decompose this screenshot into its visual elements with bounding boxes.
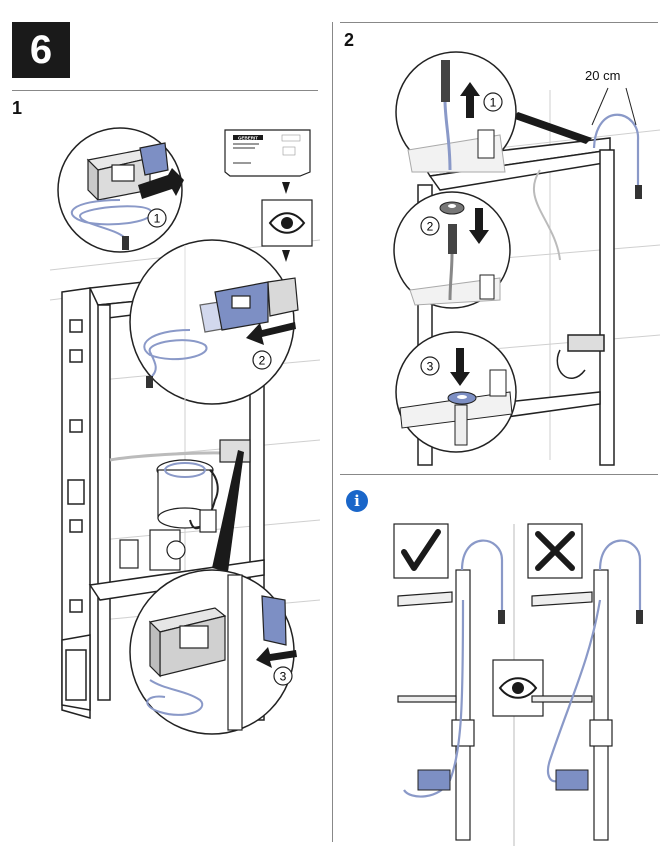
cable-length-label: 20 cm [585, 68, 621, 83]
callout-2-circle [252, 350, 272, 370]
arrow-down-icon [282, 250, 290, 262]
eye-icon-info [498, 677, 538, 699]
p2-callout-3: 3 [427, 360, 434, 374]
step-number-badge: 6 [12, 22, 70, 78]
arrow-left-icon [246, 322, 296, 345]
cable-20cm [592, 113, 640, 190]
label-plate-brand: GEBERIT [238, 135, 258, 140]
checkmark-icon [401, 529, 441, 571]
arrow-up-icon [282, 182, 290, 194]
p2-detail-circle-1: 1 [395, 51, 517, 173]
arrow-down-icon-p2 [469, 208, 489, 244]
callout-2: 2 [259, 354, 266, 368]
detail-circle-2: 2 [129, 239, 299, 405]
column-divider [332, 22, 333, 842]
callout-1: 1 [154, 212, 161, 226]
incorrect-frame [531, 569, 613, 841]
arrow-down-icon-p2-2 [450, 348, 470, 386]
detail-circle-3: 3 [129, 569, 297, 735]
panel-2-top-divider [340, 22, 658, 23]
panel-1-divider [12, 90, 318, 91]
arrow-right-icon [138, 168, 184, 199]
callout-3-circle [273, 666, 293, 686]
p2-callout-2: 2 [427, 220, 434, 234]
info-icon: i [346, 490, 368, 512]
arrow-left-icon-2 [256, 647, 297, 668]
p2-detail-circle-3: 3 [395, 331, 517, 453]
cross-icon [535, 531, 575, 571]
step-number: 6 [29, 27, 53, 72]
arrow-up-icon-p2 [460, 82, 480, 118]
p2-detail-circle-2: 2 [393, 191, 511, 309]
p2-callout-1: 1 [490, 96, 497, 110]
callout-1-circle [147, 208, 167, 228]
correct-frame [397, 569, 475, 841]
panel-2-number: 2 [344, 30, 355, 50]
label-plate: GEBERIT [224, 129, 311, 177]
detail-circle-1: 1 [57, 127, 184, 253]
callout-3: 3 [280, 670, 287, 684]
eye-icon [268, 212, 306, 234]
panel-1-number: 1 [12, 98, 23, 118]
info-symbol: i [354, 492, 360, 510]
info-divider [340, 474, 658, 475]
